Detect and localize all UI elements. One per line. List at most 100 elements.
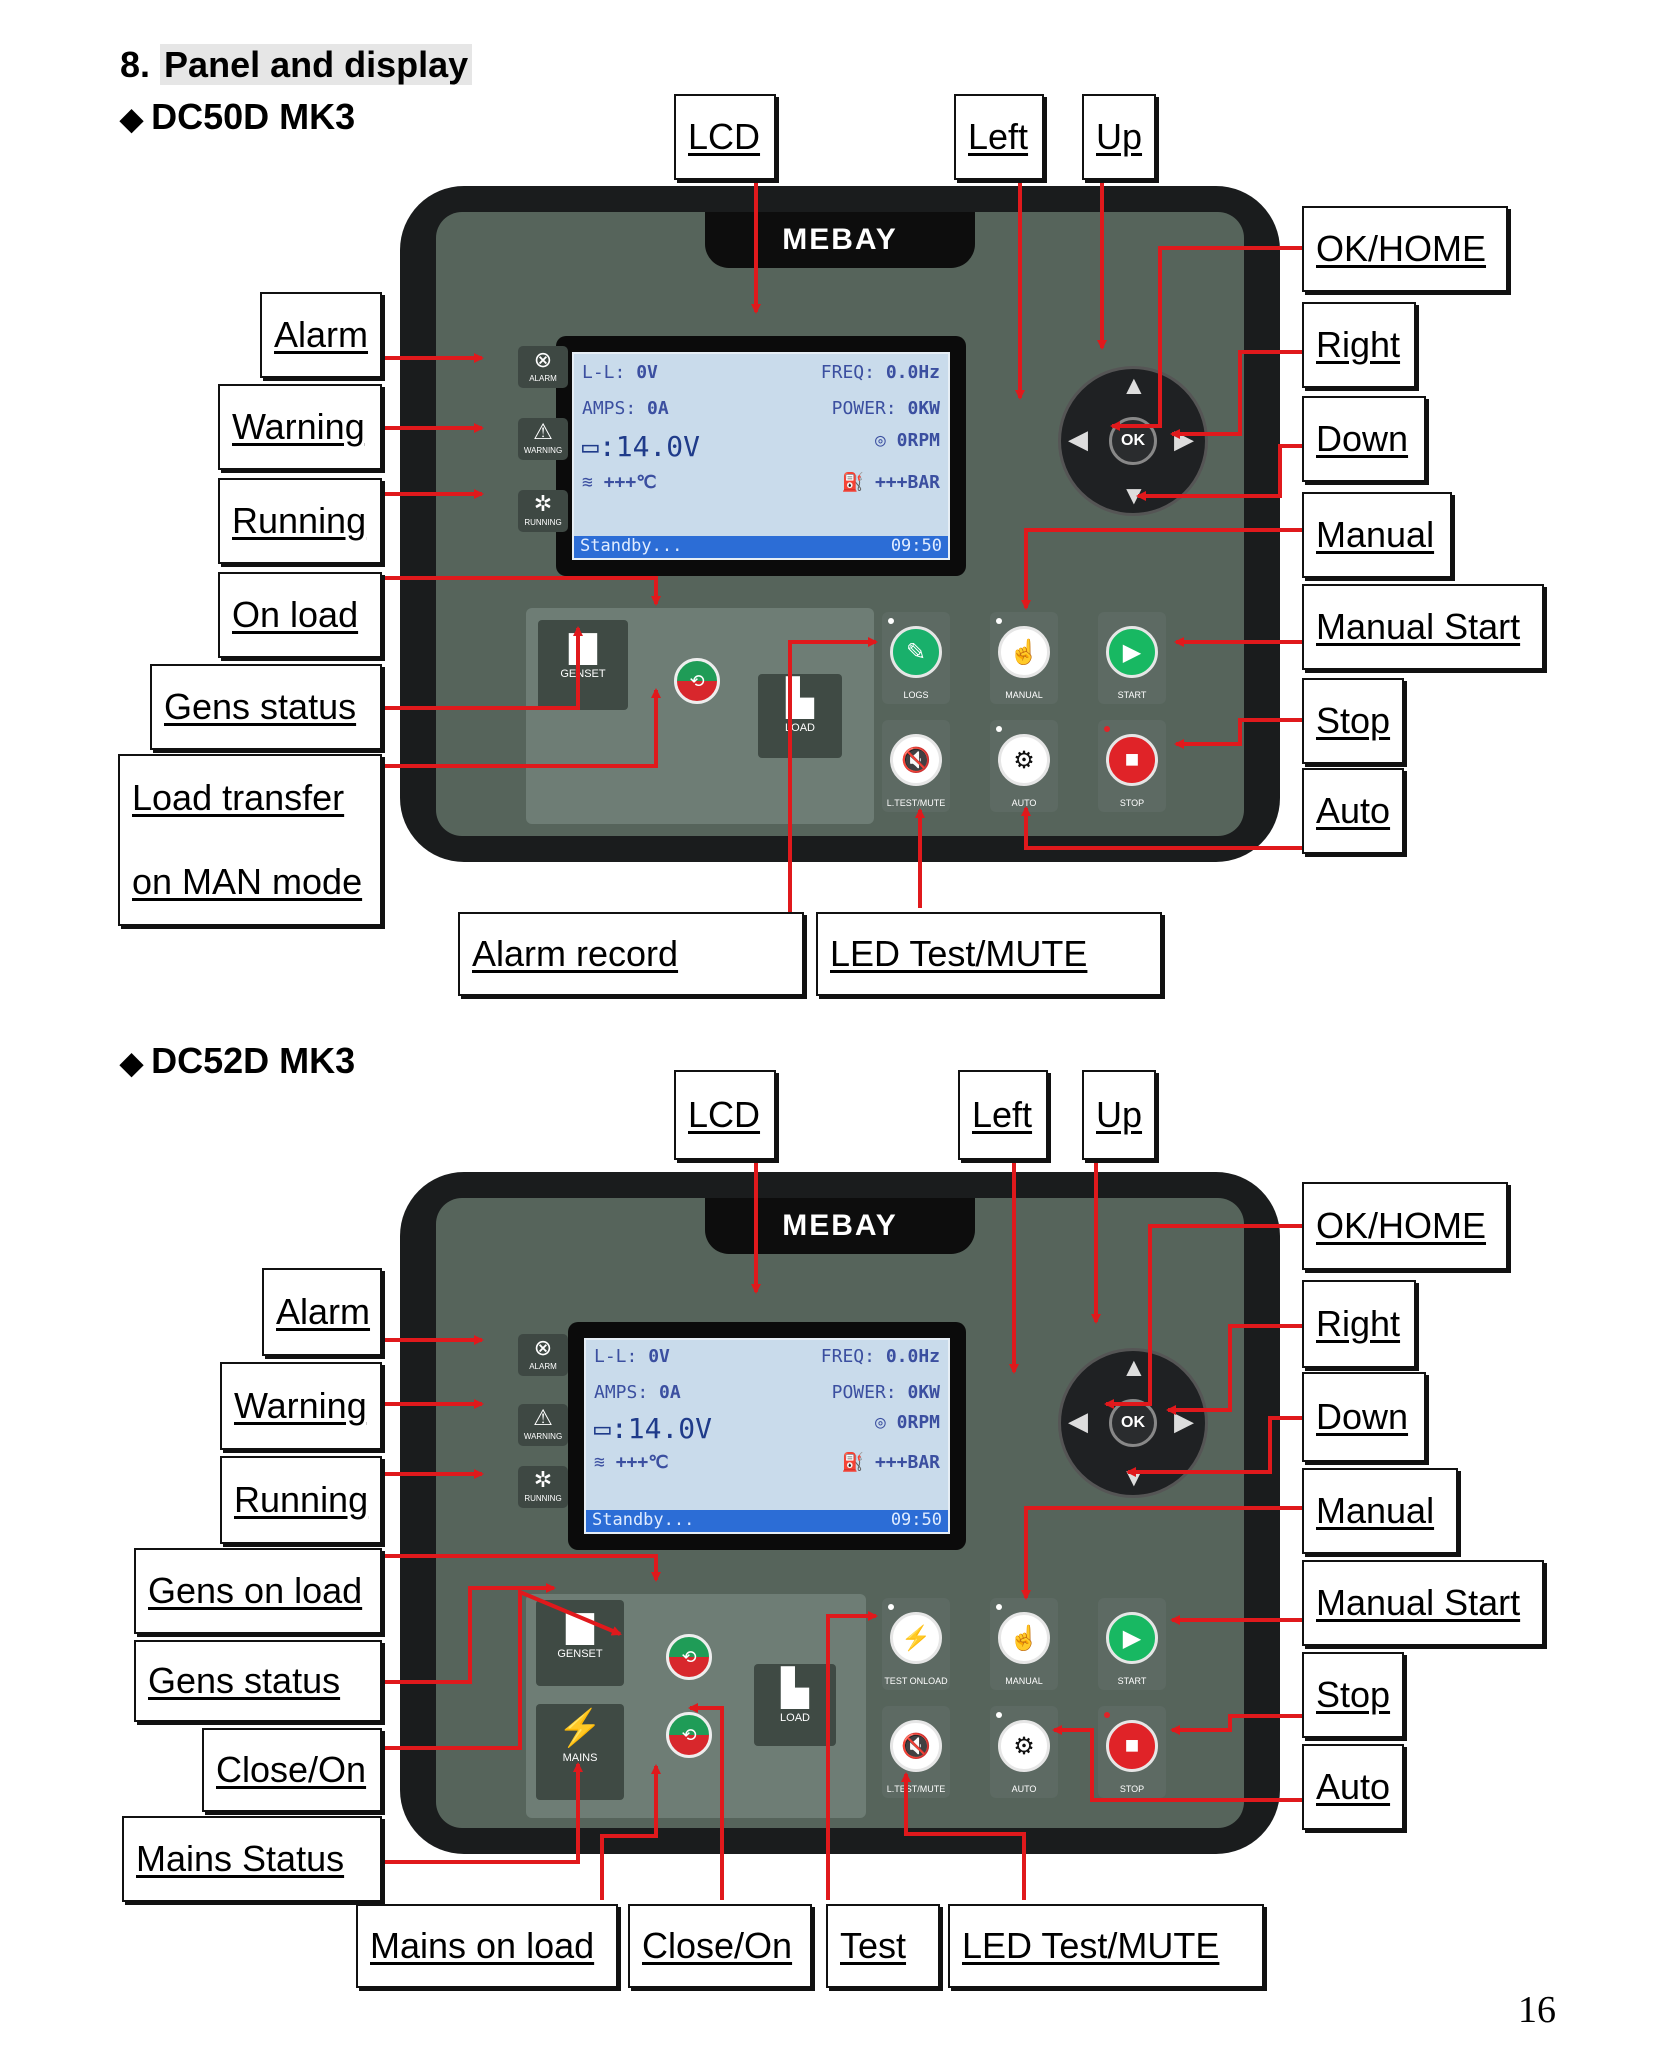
- running-icon: ✲: [533, 1467, 553, 1492]
- genset-tile: ▆GENSET: [536, 1600, 624, 1686]
- label-lcd: LCD: [674, 94, 776, 180]
- alarm-indicator: ⊗ALARM: [518, 1334, 568, 1376]
- label-alarm: Alarm: [262, 1268, 382, 1356]
- stop-key[interactable]: ■STOP: [1098, 720, 1166, 812]
- label-alarm-record: Alarm record: [458, 912, 804, 996]
- start-key[interactable]: ▶START: [1098, 612, 1166, 704]
- navigation-pad: ▲ ▼ ◀ ▶ OK: [1058, 366, 1208, 516]
- mains-close-on-button[interactable]: ⟲: [666, 1712, 712, 1758]
- warning-indicator: ⚠WARNING: [518, 1404, 568, 1446]
- genset-icon: ▆: [566, 1603, 594, 1644]
- play-icon: ▶: [1106, 626, 1158, 678]
- left-button[interactable]: ◀: [1068, 424, 1088, 454]
- hand-icon: ☝: [998, 1612, 1050, 1664]
- left-button[interactable]: ◀: [1068, 1406, 1088, 1436]
- alarm-icon: ⊗: [533, 1335, 553, 1360]
- manual-key[interactable]: ☝MANUAL: [990, 612, 1058, 704]
- button-block: ⚡TEST ONLOAD ☝MANUAL ▶START 🔇L.TEST/MUTE…: [876, 1594, 1216, 1810]
- label-mains-status: Mains Status: [122, 1816, 382, 1902]
- label-on-load: On load: [218, 572, 382, 658]
- transfer-diagram: ▆GENSET ⚡MAINS ⟲ ⟲ ▙LOAD: [526, 1594, 866, 1818]
- auto-key[interactable]: ⚙AUTO: [990, 720, 1058, 812]
- load-tile: ▙LOAD: [758, 674, 842, 758]
- factory-icon: ▙: [781, 1667, 809, 1708]
- ok-home-button[interactable]: OK: [1109, 1399, 1157, 1447]
- label-led-test-mute: LED Test/MUTE: [948, 1904, 1264, 1988]
- test-onload-icon: ⚡: [890, 1612, 942, 1664]
- label-gens-on-load: Gens on load: [134, 1548, 382, 1634]
- alarm-icon: ⊗: [533, 347, 553, 372]
- gens-close-on-button[interactable]: ⟲: [666, 1634, 712, 1680]
- label-gens-status: Gens status: [150, 664, 382, 750]
- load-transfer-button[interactable]: ⟲: [674, 658, 720, 704]
- stop-icon: ■: [1106, 1720, 1158, 1772]
- auto-icon: ⚙: [998, 1720, 1050, 1772]
- pylon-icon: ⚡: [557, 1707, 603, 1748]
- label-test: Test: [826, 1904, 940, 1988]
- battery-icon: ▭: [594, 1412, 611, 1445]
- coolant-temp-icon: ≋: [582, 472, 593, 493]
- ltest-mute-key[interactable]: 🔇L.TEST/MUTE: [882, 1706, 950, 1798]
- mains-tile: ⚡MAINS: [536, 1704, 624, 1800]
- label-ok-home: OK/HOME: [1302, 206, 1508, 292]
- label-manual-start: Manual Start: [1302, 1560, 1544, 1646]
- manual-key[interactable]: ☝MANUAL: [990, 1598, 1058, 1690]
- label-down: Down: [1302, 1372, 1426, 1462]
- label-right: Right: [1302, 302, 1416, 388]
- auto-icon: ⚙: [998, 734, 1050, 786]
- model-2-heading: ◆DC52D MK3: [120, 1040, 355, 1082]
- mute-icon: 🔇: [890, 734, 942, 786]
- label-warning: Warning: [220, 1362, 382, 1450]
- oil-pressure-icon: ⛽: [841, 472, 865, 493]
- up-button[interactable]: ▲: [1121, 370, 1147, 400]
- auto-key[interactable]: ⚙AUTO: [990, 1706, 1058, 1798]
- page-number: 16: [1518, 1989, 1556, 2031]
- label-warning: Warning: [218, 384, 382, 470]
- label-up: Up: [1082, 1070, 1156, 1160]
- label-close-on-bottom: Close/On: [628, 1904, 812, 1988]
- diamond-bullet-icon: ◆: [120, 1047, 144, 1080]
- ltest-mute-key[interactable]: 🔇L.TEST/MUTE: [882, 720, 950, 812]
- brand-logo: MEBAY: [705, 212, 975, 268]
- right-button[interactable]: ▶: [1174, 1406, 1194, 1436]
- warning-icon: ⚠: [533, 419, 553, 444]
- mute-icon: 🔇: [890, 1720, 942, 1772]
- warning-indicator: ⚠WARNING: [518, 418, 568, 460]
- label-running: Running: [218, 478, 382, 564]
- label-manual-start: Manual Start: [1302, 584, 1544, 670]
- running-indicator: ✲RUNNING: [518, 1466, 568, 1508]
- model-1-name: DC50D MK3: [151, 96, 356, 137]
- label-down: Down: [1302, 396, 1426, 482]
- label-manual: Manual: [1302, 492, 1452, 578]
- section-heading: 8. Panel and display: [120, 44, 473, 86]
- label-running: Running: [220, 1456, 382, 1544]
- stop-icon: ■: [1106, 734, 1158, 786]
- running-icon: ✲: [533, 491, 553, 516]
- label-lcd: LCD: [674, 1070, 776, 1160]
- label-left: Left: [954, 94, 1044, 180]
- brand-logo: MEBAY: [705, 1198, 975, 1254]
- section-title: Panel and display: [160, 44, 473, 85]
- stop-key[interactable]: ■STOP: [1098, 1706, 1166, 1798]
- section-number: 8.: [120, 44, 151, 85]
- up-button[interactable]: ▲: [1121, 1352, 1147, 1382]
- label-up: Up: [1082, 94, 1156, 180]
- label-mains-on-load: Mains on load: [356, 1904, 618, 1988]
- start-key[interactable]: ▶START: [1098, 1598, 1166, 1690]
- rpm-icon: ◎: [874, 1412, 886, 1433]
- battery-icon: ▭: [582, 430, 599, 463]
- logs-key[interactable]: ✎LOGS: [882, 612, 950, 704]
- label-alarm: Alarm: [260, 292, 382, 378]
- label-auto: Auto: [1302, 1744, 1404, 1830]
- coolant-temp-icon: ≋: [594, 1452, 605, 1473]
- diamond-bullet-icon: ◆: [120, 103, 144, 136]
- test-onload-key[interactable]: ⚡TEST ONLOAD: [882, 1598, 950, 1690]
- label-gens-status: Gens status: [134, 1640, 382, 1722]
